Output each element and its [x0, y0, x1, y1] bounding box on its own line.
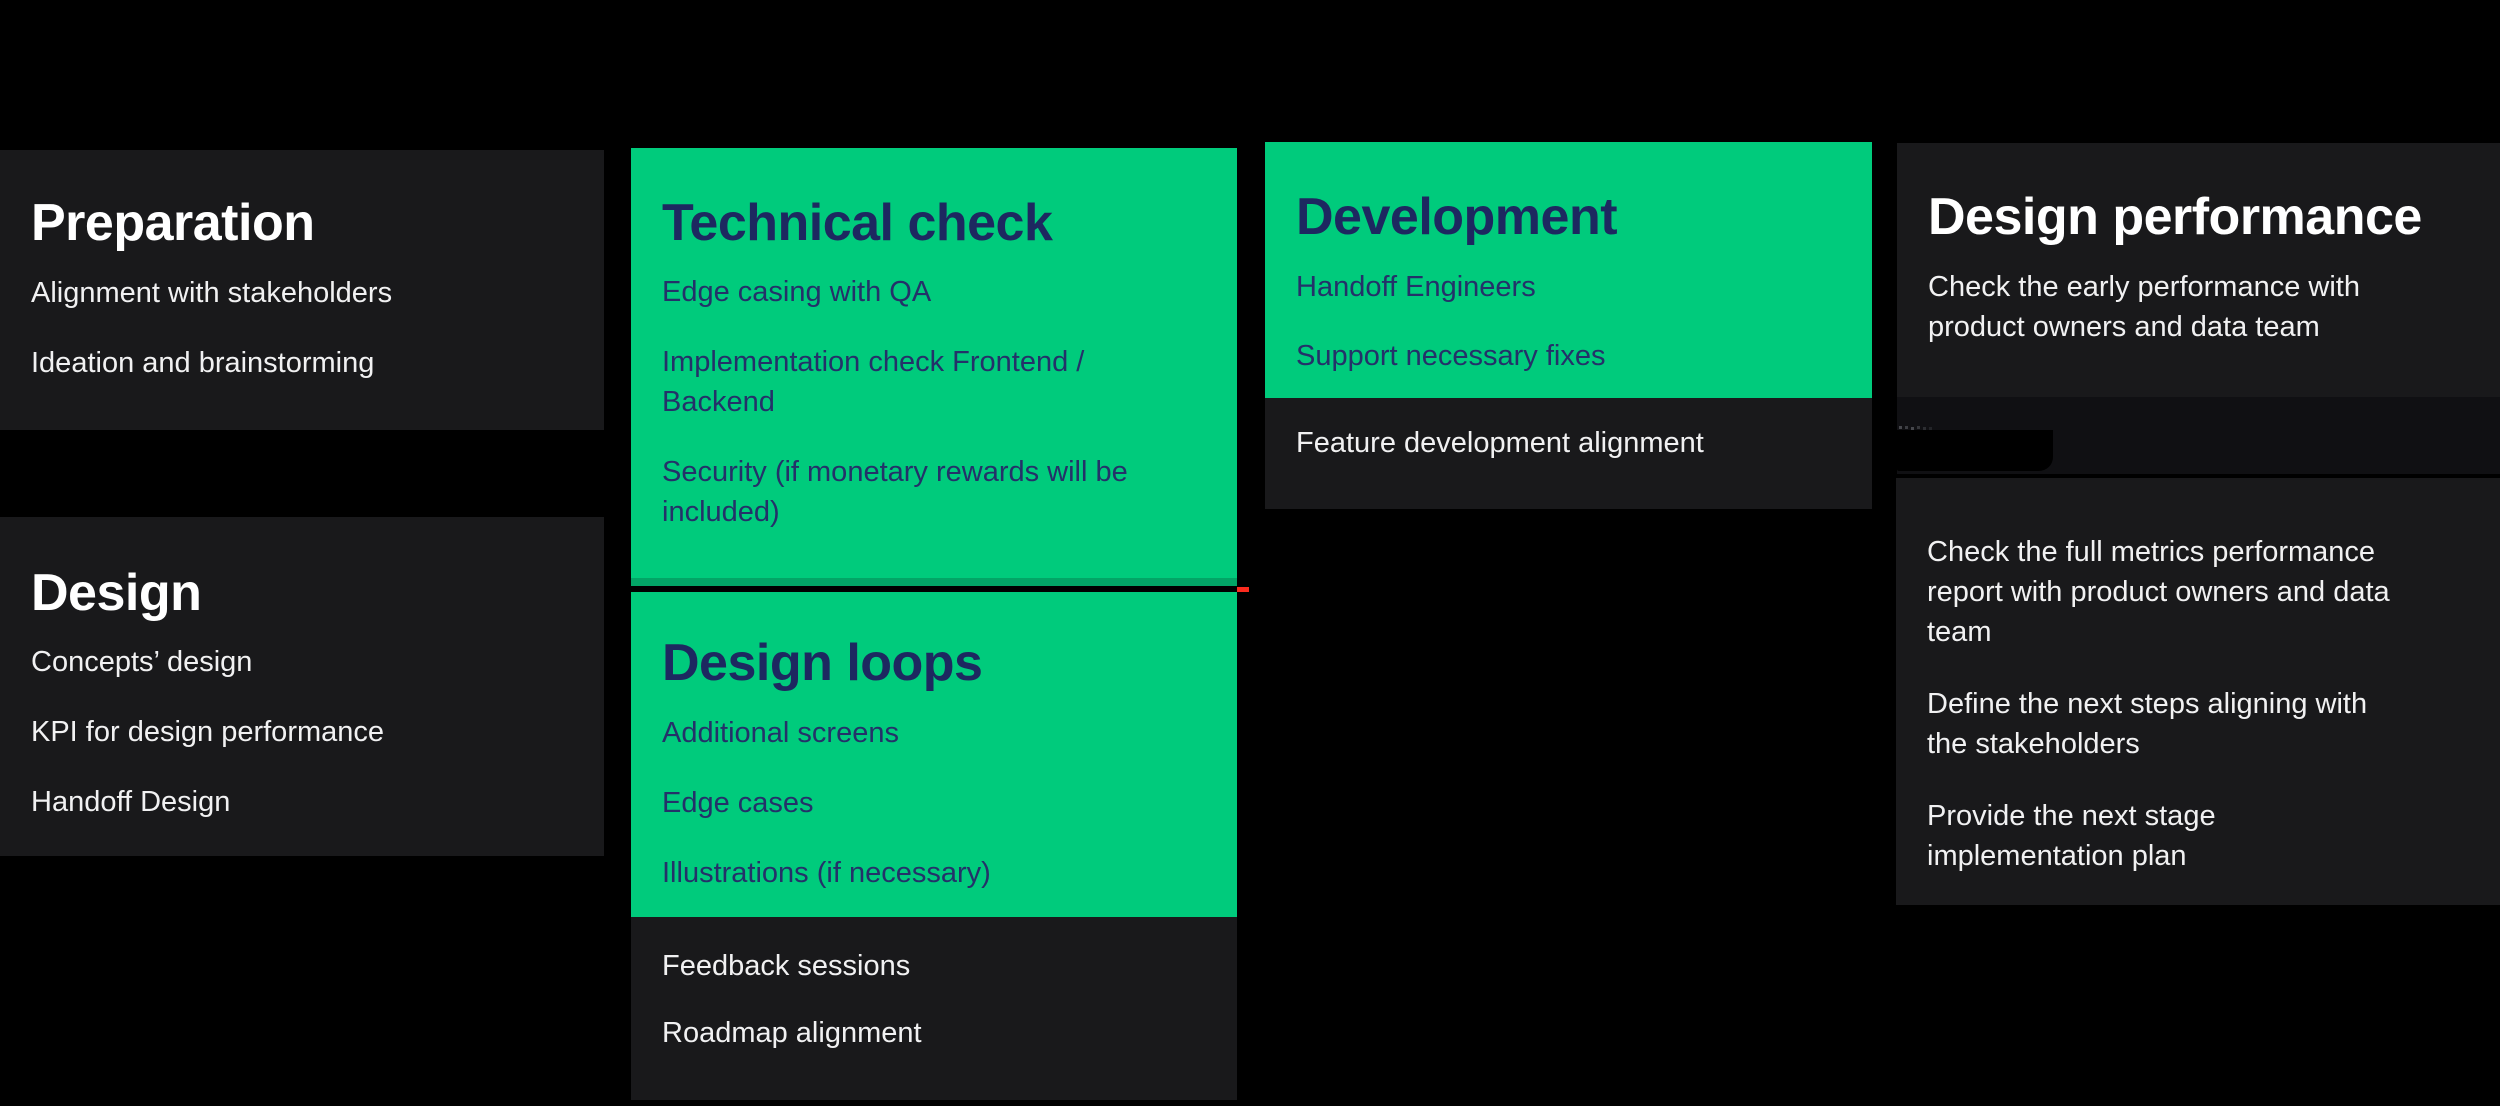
card-item[interactable]: Support necessary fixes	[1296, 340, 1606, 372]
card-preparation[interactable]: Preparation Alignment with stakeholders …	[0, 150, 604, 430]
card-item[interactable]: Alignment with stakeholders	[31, 277, 393, 309]
card-green-section	[631, 592, 1237, 917]
redacted-label	[1897, 426, 2053, 471]
card-title[interactable]: Technical check	[662, 194, 1053, 252]
card-item[interactable]: Security (if monetary rewards will be in…	[662, 456, 1128, 528]
card-item[interactable]: Define the next steps aligning with the …	[1927, 688, 2368, 760]
card-item[interactable]: Illustrations (if necessary)	[662, 857, 991, 889]
card-item[interactable]: Additional screens	[662, 717, 899, 749]
card-bottom-strip	[631, 578, 1237, 586]
card-design[interactable]: Design Concepts’ design KPI for design p…	[0, 517, 604, 856]
card-design-loops[interactable]: Design loops Additional screens Edge cas…	[631, 592, 1237, 1100]
card-item[interactable]: KPI for design performance	[31, 716, 385, 748]
card-design-performance-details[interactable]: Check the full metrics performance repor…	[1896, 478, 2500, 905]
card-item[interactable]: Provide the next stage implementation pl…	[1927, 800, 2216, 872]
card-technical-check[interactable]: Technical check Edge casing with QA Impl…	[631, 148, 1237, 586]
card-title[interactable]: Design loops	[662, 634, 983, 692]
card-item[interactable]: Check the early performance with product…	[1928, 271, 2360, 343]
card-item[interactable]: Ideation and brainstorming	[31, 347, 375, 379]
card-item[interactable]: Check the full metrics performance repor…	[1927, 536, 2390, 648]
card-green-section	[1265, 142, 1872, 398]
card-item[interactable]: Edge casing with QA	[662, 276, 932, 308]
card-title[interactable]: Preparation	[31, 194, 315, 252]
card-item[interactable]: Concepts’ design	[31, 646, 253, 678]
card-title[interactable]: Design	[31, 564, 202, 622]
card-item[interactable]: Edge cases	[662, 787, 814, 819]
card-item[interactable]: Handoff Engineers	[1296, 271, 1536, 303]
card-item[interactable]: Handoff Design	[31, 786, 231, 818]
card-item[interactable]: Feedback sessions	[662, 950, 911, 982]
red-cursor-marker	[1237, 587, 1249, 592]
card-item[interactable]: Roadmap alignment	[662, 1017, 922, 1049]
card-item[interactable]: Feature development alignment	[1296, 427, 1704, 459]
card-development[interactable]: Development Handoff Engineers Support ne…	[1265, 142, 1872, 509]
card-item[interactable]: Implementation check Frontend / Backend	[662, 346, 1085, 418]
card-title[interactable]: Development	[1296, 188, 1618, 246]
card-design-performance[interactable]: Design performance Check the early perfo…	[1897, 143, 2500, 397]
card-title[interactable]: Design performance	[1928, 188, 2422, 246]
